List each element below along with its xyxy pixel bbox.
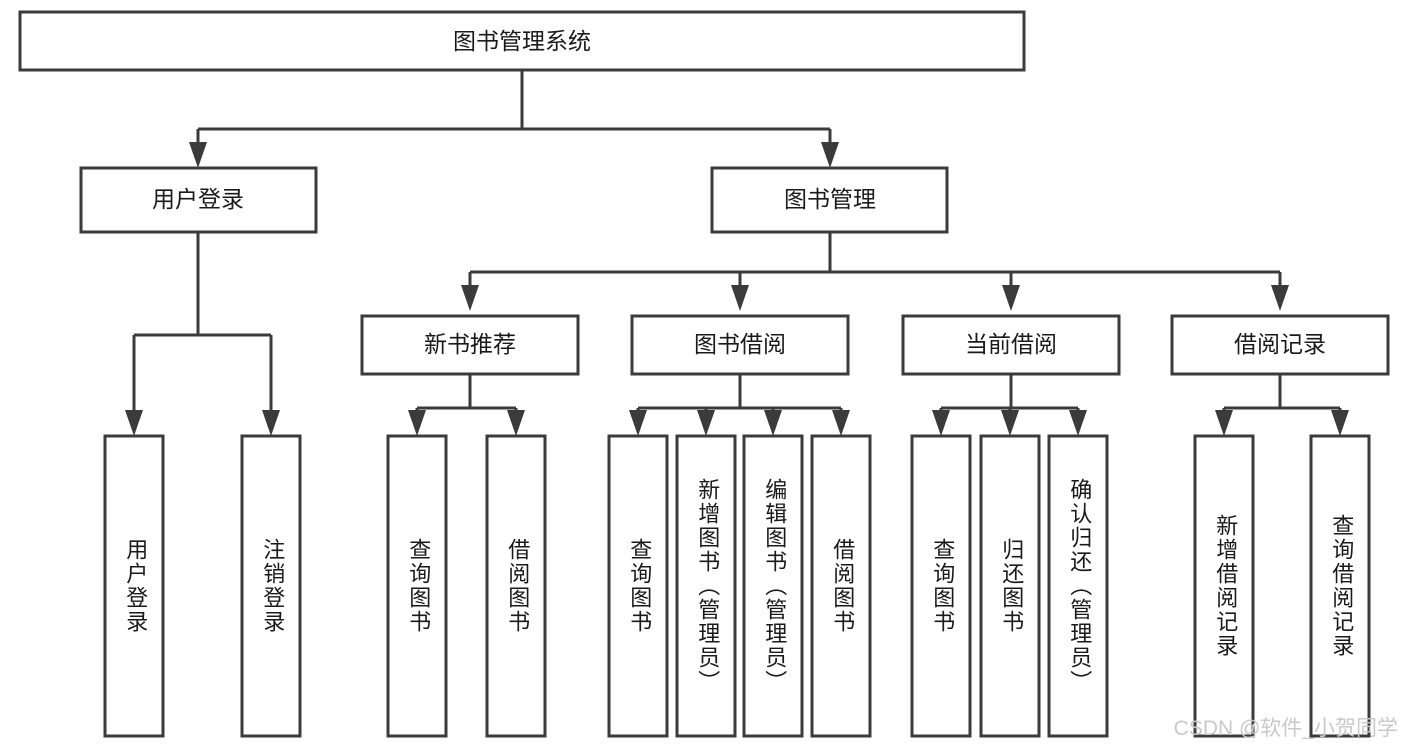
leaf-new-book-1-box[interactable] [485, 434, 547, 738]
leaf-current-borrow-2-box[interactable] [1047, 434, 1109, 738]
leaf-current-borrow-0[interactable]: 查询图书 [910, 434, 972, 738]
arrow-current-borrow-leaf-2 [1069, 410, 1087, 436]
node-current-borrow[interactable]: 当前借阅 [901, 314, 1121, 376]
node-new-book-recommend-label: 新书推荐 [424, 331, 516, 357]
node-root-box[interactable] [18, 10, 1026, 72]
arrow-book-borrow-leaf-2 [764, 410, 782, 436]
leaf-book-borrow-1-box[interactable] [675, 434, 737, 738]
node-book-manage-box[interactable] [710, 166, 949, 234]
node-current-borrow-label: 当前借阅 [965, 331, 1057, 357]
arrow-borrow-record-leaf-1 [1331, 410, 1349, 436]
leaf-book-borrow-0[interactable]: 查询图书 [607, 434, 669, 738]
leaf-book-borrow-2-box[interactable] [742, 434, 804, 738]
node-book-borrow-label: 图书借阅 [694, 331, 786, 357]
node-new-book-recommend[interactable]: 新书推荐 [360, 314, 580, 376]
leaf-current-borrow-2-label: 确认归还（管理员） [1067, 478, 1092, 694]
node-user-login-label: 用户登录 [152, 186, 244, 212]
connector-layer [125, 70, 1349, 436]
node-user-login[interactable]: 用户登录 [79, 166, 318, 234]
leaf-borrow-record-0[interactable]: 新增借阅记录 [1193, 434, 1255, 738]
node-user-login-box[interactable] [79, 166, 318, 234]
arrow-current-borrow-leaf-0 [932, 410, 950, 436]
leaf-new-book-0-label: 查询图书 [406, 538, 431, 634]
leaf-user-login-1-label: 注销登录 [260, 538, 285, 634]
leaf-book-borrow-2[interactable]: 编辑图书（管理员） [742, 434, 804, 738]
leaf-new-book-1[interactable]: 借阅图书 [485, 434, 547, 738]
node-borrow-record[interactable]: 借阅记录 [1170, 314, 1390, 376]
leaf-book-borrow-2-label: 编辑图书（管理员） [762, 478, 787, 694]
leaf-user-login-1-box[interactable] [240, 434, 302, 738]
arrow-book-borrow-leaf-1 [697, 410, 715, 436]
leaf-borrow-record-0-label: 新增借阅记录 [1213, 514, 1238, 658]
arrow-to-book-manage [821, 142, 839, 168]
leaf-current-borrow-2[interactable]: 确认归还（管理员） [1047, 434, 1109, 738]
leaf-user-login-1[interactable]: 注销登录 [240, 434, 302, 738]
arrow-to-current-borrow [1002, 285, 1020, 311]
leaf-book-borrow-1[interactable]: 新增图书（管理员） [675, 434, 737, 738]
arrow-borrow-record-leaf-0 [1215, 410, 1233, 436]
leaf-book-borrow-0-label: 查询图书 [627, 538, 652, 634]
node-book-manage[interactable]: 图书管理 [710, 166, 949, 234]
leaf-new-book-1-label: 借阅图书 [505, 538, 530, 634]
leaf-book-borrow-1-label: 新增图书（管理员） [695, 478, 720, 694]
node-new-book-recommend-box[interactable] [360, 314, 580, 376]
leaf-user-login-0[interactable]: 用户登录 [103, 434, 165, 738]
node-current-borrow-box[interactable] [901, 314, 1121, 376]
leaf-borrow-record-1-box[interactable] [1309, 434, 1371, 738]
leaf-book-borrow-3[interactable]: 借阅图书 [810, 434, 872, 738]
node-root-label: 图书管理系统 [453, 28, 591, 54]
arrow-user-login-leaf-0 [125, 410, 143, 436]
leaf-borrow-record-1[interactable]: 查询借阅记录 [1309, 434, 1371, 738]
leaf-current-borrow-0-label: 查询图书 [930, 538, 955, 634]
node-book-borrow-box[interactable] [630, 314, 850, 376]
leaf-borrow-record-1-label: 查询借阅记录 [1329, 514, 1354, 658]
leaf-book-borrow-3-box[interactable] [810, 434, 872, 738]
node-borrow-record-label: 借阅记录 [1234, 331, 1326, 357]
arrow-to-borrow-record [1271, 285, 1289, 311]
arrow-user-login-leaf-1 [262, 410, 280, 436]
leaf-book-borrow-0-box[interactable] [607, 434, 669, 738]
node-root[interactable]: 图书管理系统 [18, 10, 1026, 72]
arrow-new-book-leaf-0 [408, 410, 426, 436]
arrow-new-book-leaf-1 [507, 410, 525, 436]
leaf-borrow-record-0-box[interactable] [1193, 434, 1255, 738]
leaf-user-login-0-box[interactable] [103, 434, 165, 738]
arrow-to-new-book [461, 285, 479, 311]
arrow-to-user-login [189, 142, 207, 168]
node-book-manage-label: 图书管理 [784, 186, 876, 212]
arrow-book-borrow-leaf-3 [832, 410, 850, 436]
leaf-current-borrow-1-box[interactable] [979, 434, 1041, 738]
node-borrow-record-box[interactable] [1170, 314, 1390, 376]
leaf-current-borrow-1[interactable]: 归还图书 [979, 434, 1041, 738]
leaf-current-borrow-0-box[interactable] [910, 434, 972, 738]
arrow-current-borrow-leaf-1 [1001, 410, 1019, 436]
leaf-book-borrow-3-label: 借阅图书 [830, 538, 855, 634]
leaf-new-book-0-box[interactable] [386, 434, 448, 738]
arrow-to-book-borrow [731, 285, 749, 311]
leaf-current-borrow-1-label: 归还图书 [999, 538, 1024, 634]
leaf-user-login-0-label: 用户登录 [123, 538, 148, 634]
node-book-borrow[interactable]: 图书借阅 [630, 314, 850, 376]
arrow-book-borrow-leaf-0 [629, 410, 647, 436]
leaf-new-book-0[interactable]: 查询图书 [386, 434, 448, 738]
watermark: CSDN @软件_小贺同学 [1174, 717, 1398, 740]
